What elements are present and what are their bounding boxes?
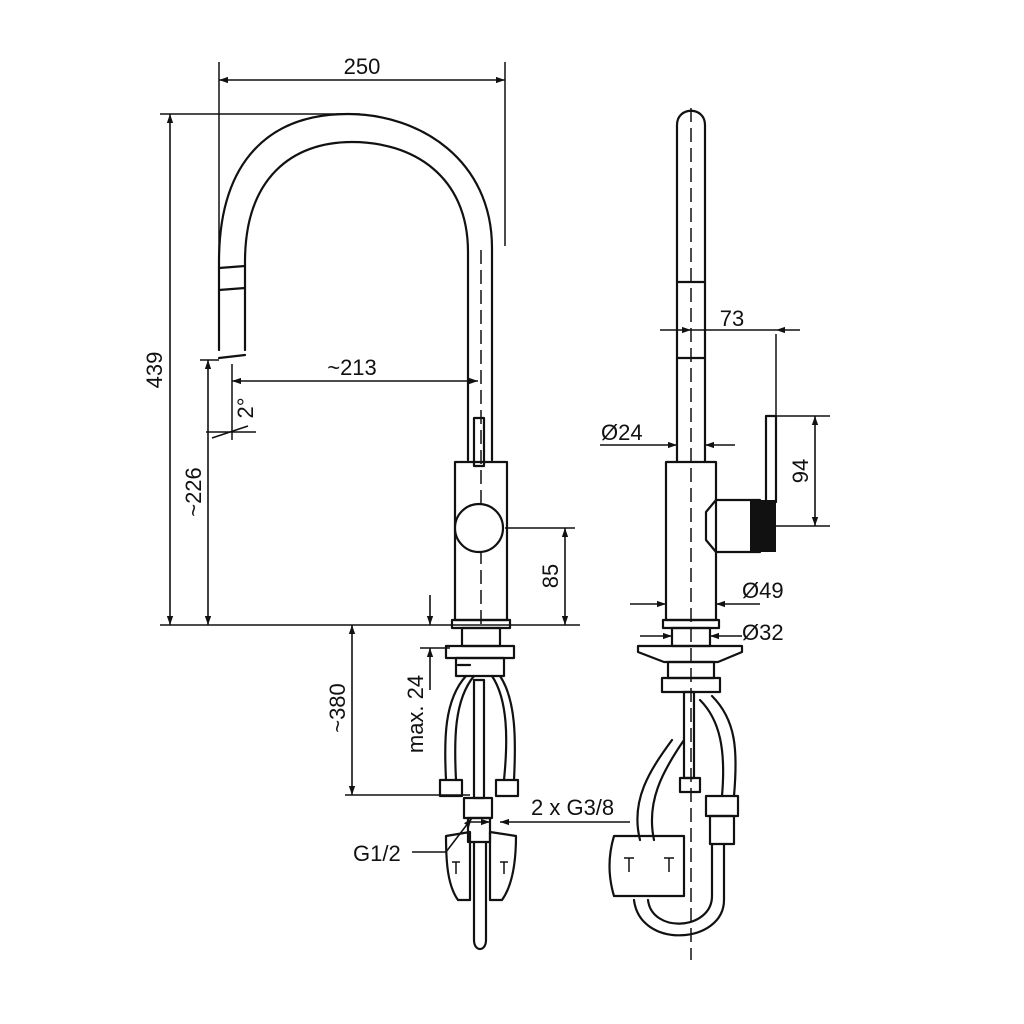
dim-base-diameter: Ø32: [742, 620, 784, 645]
side-spout: [675, 108, 707, 960]
dim-overall-height: 439: [142, 352, 167, 389]
dim-overall-width: 250: [344, 54, 381, 79]
dim-spout-diameter: Ø24: [601, 420, 643, 445]
dim-hose-length: ~380: [325, 683, 350, 733]
front-body: [444, 416, 516, 678]
front-hoses: [438, 674, 520, 951]
side-hoses: [608, 690, 740, 937]
side-view: [600, 108, 830, 960]
side-body: [636, 414, 778, 694]
front-view: [160, 62, 630, 951]
dim-mounting-thread: G1/2: [353, 841, 401, 866]
dim-spout-reach: ~213: [327, 355, 377, 380]
side-dimension-lines: [600, 326, 830, 640]
dim-spout-height: ~226: [181, 467, 206, 517]
dim-lever-height: 85: [538, 564, 563, 588]
dimension-labels: 250 439 ~213 2° ~226 85 ~380 max. 24 2 x…: [142, 54, 813, 866]
dim-lever-offset: 73: [720, 306, 744, 331]
dim-lever-length: 94: [788, 459, 813, 483]
dim-spout-tilt: 2°: [233, 397, 258, 418]
dim-max-counter-thickness: max. 24: [403, 675, 428, 753]
front-dimension-lines: [160, 62, 630, 853]
dim-body-diameter: Ø49: [742, 578, 784, 603]
dim-supply-connections: 2 x G3/8: [531, 795, 614, 820]
